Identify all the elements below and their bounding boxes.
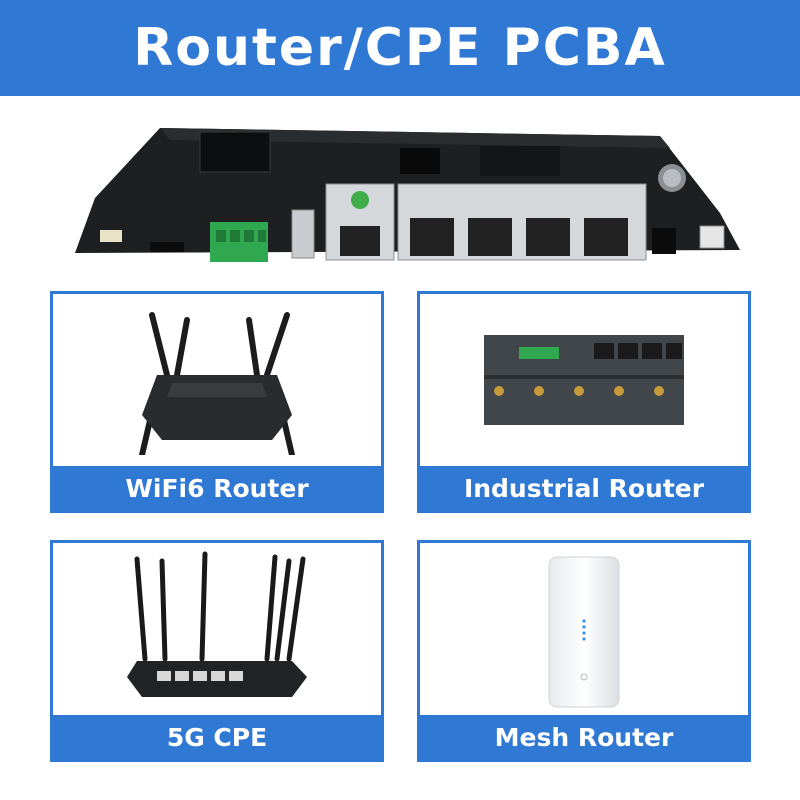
router-pcba-board-image (75, 128, 740, 262)
page-title: Router/CPE PCBA (133, 18, 667, 78)
wifi6-router-image (139, 312, 295, 455)
card-mesh-router: Mesh Router (417, 540, 751, 762)
card-caption: Mesh Router (420, 715, 748, 759)
card-5g-cpe: 5G CPE (50, 540, 384, 762)
5g-cpe-image (127, 551, 307, 697)
card-caption: Industrial Router (420, 466, 748, 510)
card-industrial-router: Industrial Router (417, 291, 751, 513)
card-caption: 5G CPE (53, 715, 381, 759)
mesh-router-image (548, 556, 620, 708)
industrial-router-image (484, 335, 684, 425)
card-wifi6-router: WiFi6 Router (50, 291, 384, 513)
title-banner: Router/CPE PCBA (0, 0, 800, 96)
card-caption: WiFi6 Router (53, 466, 381, 510)
